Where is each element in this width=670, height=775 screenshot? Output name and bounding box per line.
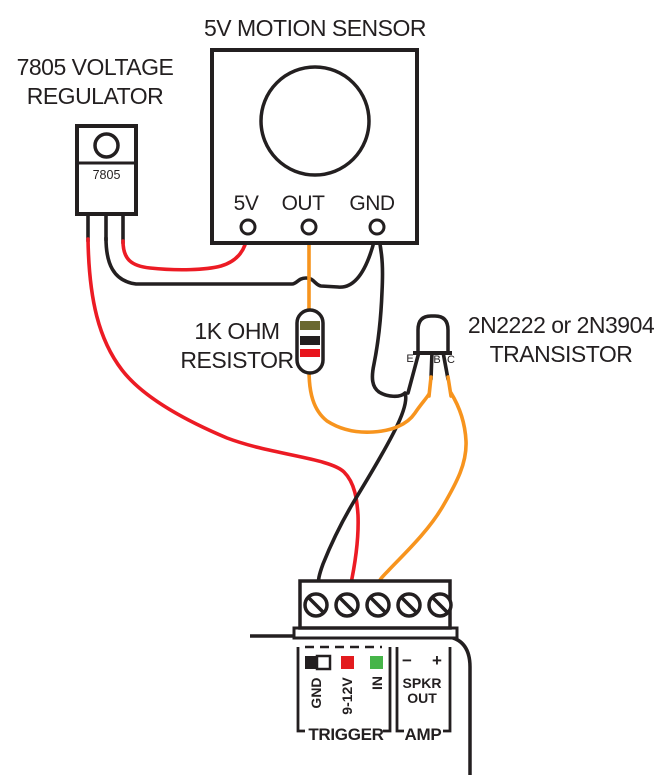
- resistor-body: [295, 308, 325, 375]
- regulator-part-number: 7805: [92, 168, 121, 182]
- transistor-title: 2N2222 or 2N3904 TRANSISTOR: [441, 311, 670, 369]
- regulator-title-line2: REGULATOR: [26, 82, 164, 109]
- spkr-out-line2: OUT: [407, 689, 437, 706]
- wire-orange-resistor-to-base: [307, 368, 431, 434]
- voltage-regulator-body: [75, 124, 138, 216]
- wire-orange-collector-to-in: [376, 391, 468, 590]
- wire-black-gnd-to-amp: [316, 233, 408, 590]
- transistor-leg-e: [406, 350, 421, 395]
- spkr-plus-label: +: [432, 651, 442, 670]
- spkr-out-label: SPKR OUT: [392, 676, 452, 705]
- resistor-label-line2: RESISTOR: [180, 346, 294, 373]
- transistor-pin-e: E: [406, 353, 414, 365]
- trigger-terminal-label-gnd: GND: [308, 677, 324, 709]
- transistor-title-line2: TRANSISTOR: [489, 340, 633, 367]
- wire-black-regulator-to-gnd: [104, 236, 377, 289]
- transistor-body: [413, 314, 452, 355]
- resistor-label: 1K OHM RESISTOR: [147, 317, 327, 375]
- 912v-indicator: [341, 656, 354, 669]
- transistor-pin-c: C: [447, 354, 455, 366]
- resistor-band-1: [300, 321, 320, 330]
- transistor-leg-c: [441, 350, 450, 381]
- amp-group-label: AMP: [404, 725, 442, 744]
- gnd-indicator-white: [315, 654, 332, 671]
- sensor-pin-gnd: [368, 218, 386, 236]
- sensor-title: 5V MOTION SENSOR: [203, 15, 427, 41]
- resistor-band-2: [300, 336, 320, 345]
- regulator-title-line1: 7805 VOLTAGE: [16, 54, 174, 80]
- regulator-title: 7805 VOLTAGE REGULATOR: [5, 53, 185, 111]
- gnd-indicator-black: [305, 656, 317, 669]
- spkr-minus-label: −: [402, 651, 412, 670]
- sensor-pin-label-5v: 5V: [233, 192, 259, 215]
- sensor-pin-5v: [239, 218, 257, 236]
- trigger-terminal-label-in: IN: [369, 676, 385, 690]
- silkscreen-brackets: [296, 645, 452, 733]
- transistor-leg-b-orange-tip: [427, 375, 433, 398]
- terminal-indicators: [305, 654, 383, 671]
- sensor-pin-label-gnd: GND: [349, 192, 395, 215]
- transistor-title-line1: 2N2222 or 2N3904: [467, 312, 655, 338]
- wire-red-regulator-to-5v: [121, 233, 249, 272]
- amp-board: [250, 579, 472, 775]
- terminal-screws: [303, 592, 453, 618]
- resistor-label-line1: 1K OHM: [194, 318, 280, 344]
- transistor-pin-b: B: [433, 354, 441, 366]
- trigger-group-label: TRIGGER: [308, 725, 384, 744]
- sensor-lens: [259, 65, 371, 177]
- regulator-mounting-hole: [93, 132, 120, 159]
- transistor-leg-c-orange-tip: [446, 375, 453, 398]
- sensor-pin-label-out: OUT: [281, 192, 325, 215]
- resistor-band-3: [300, 349, 320, 357]
- spkr-out-line1: SPKR: [402, 675, 442, 691]
- wire-red-regulator-to-912v: [86, 237, 360, 590]
- in-indicator: [370, 656, 383, 669]
- sensor-pin-out: [300, 218, 318, 236]
- transistor-leg-b: [429, 350, 434, 381]
- motion-sensor-body: [210, 48, 419, 245]
